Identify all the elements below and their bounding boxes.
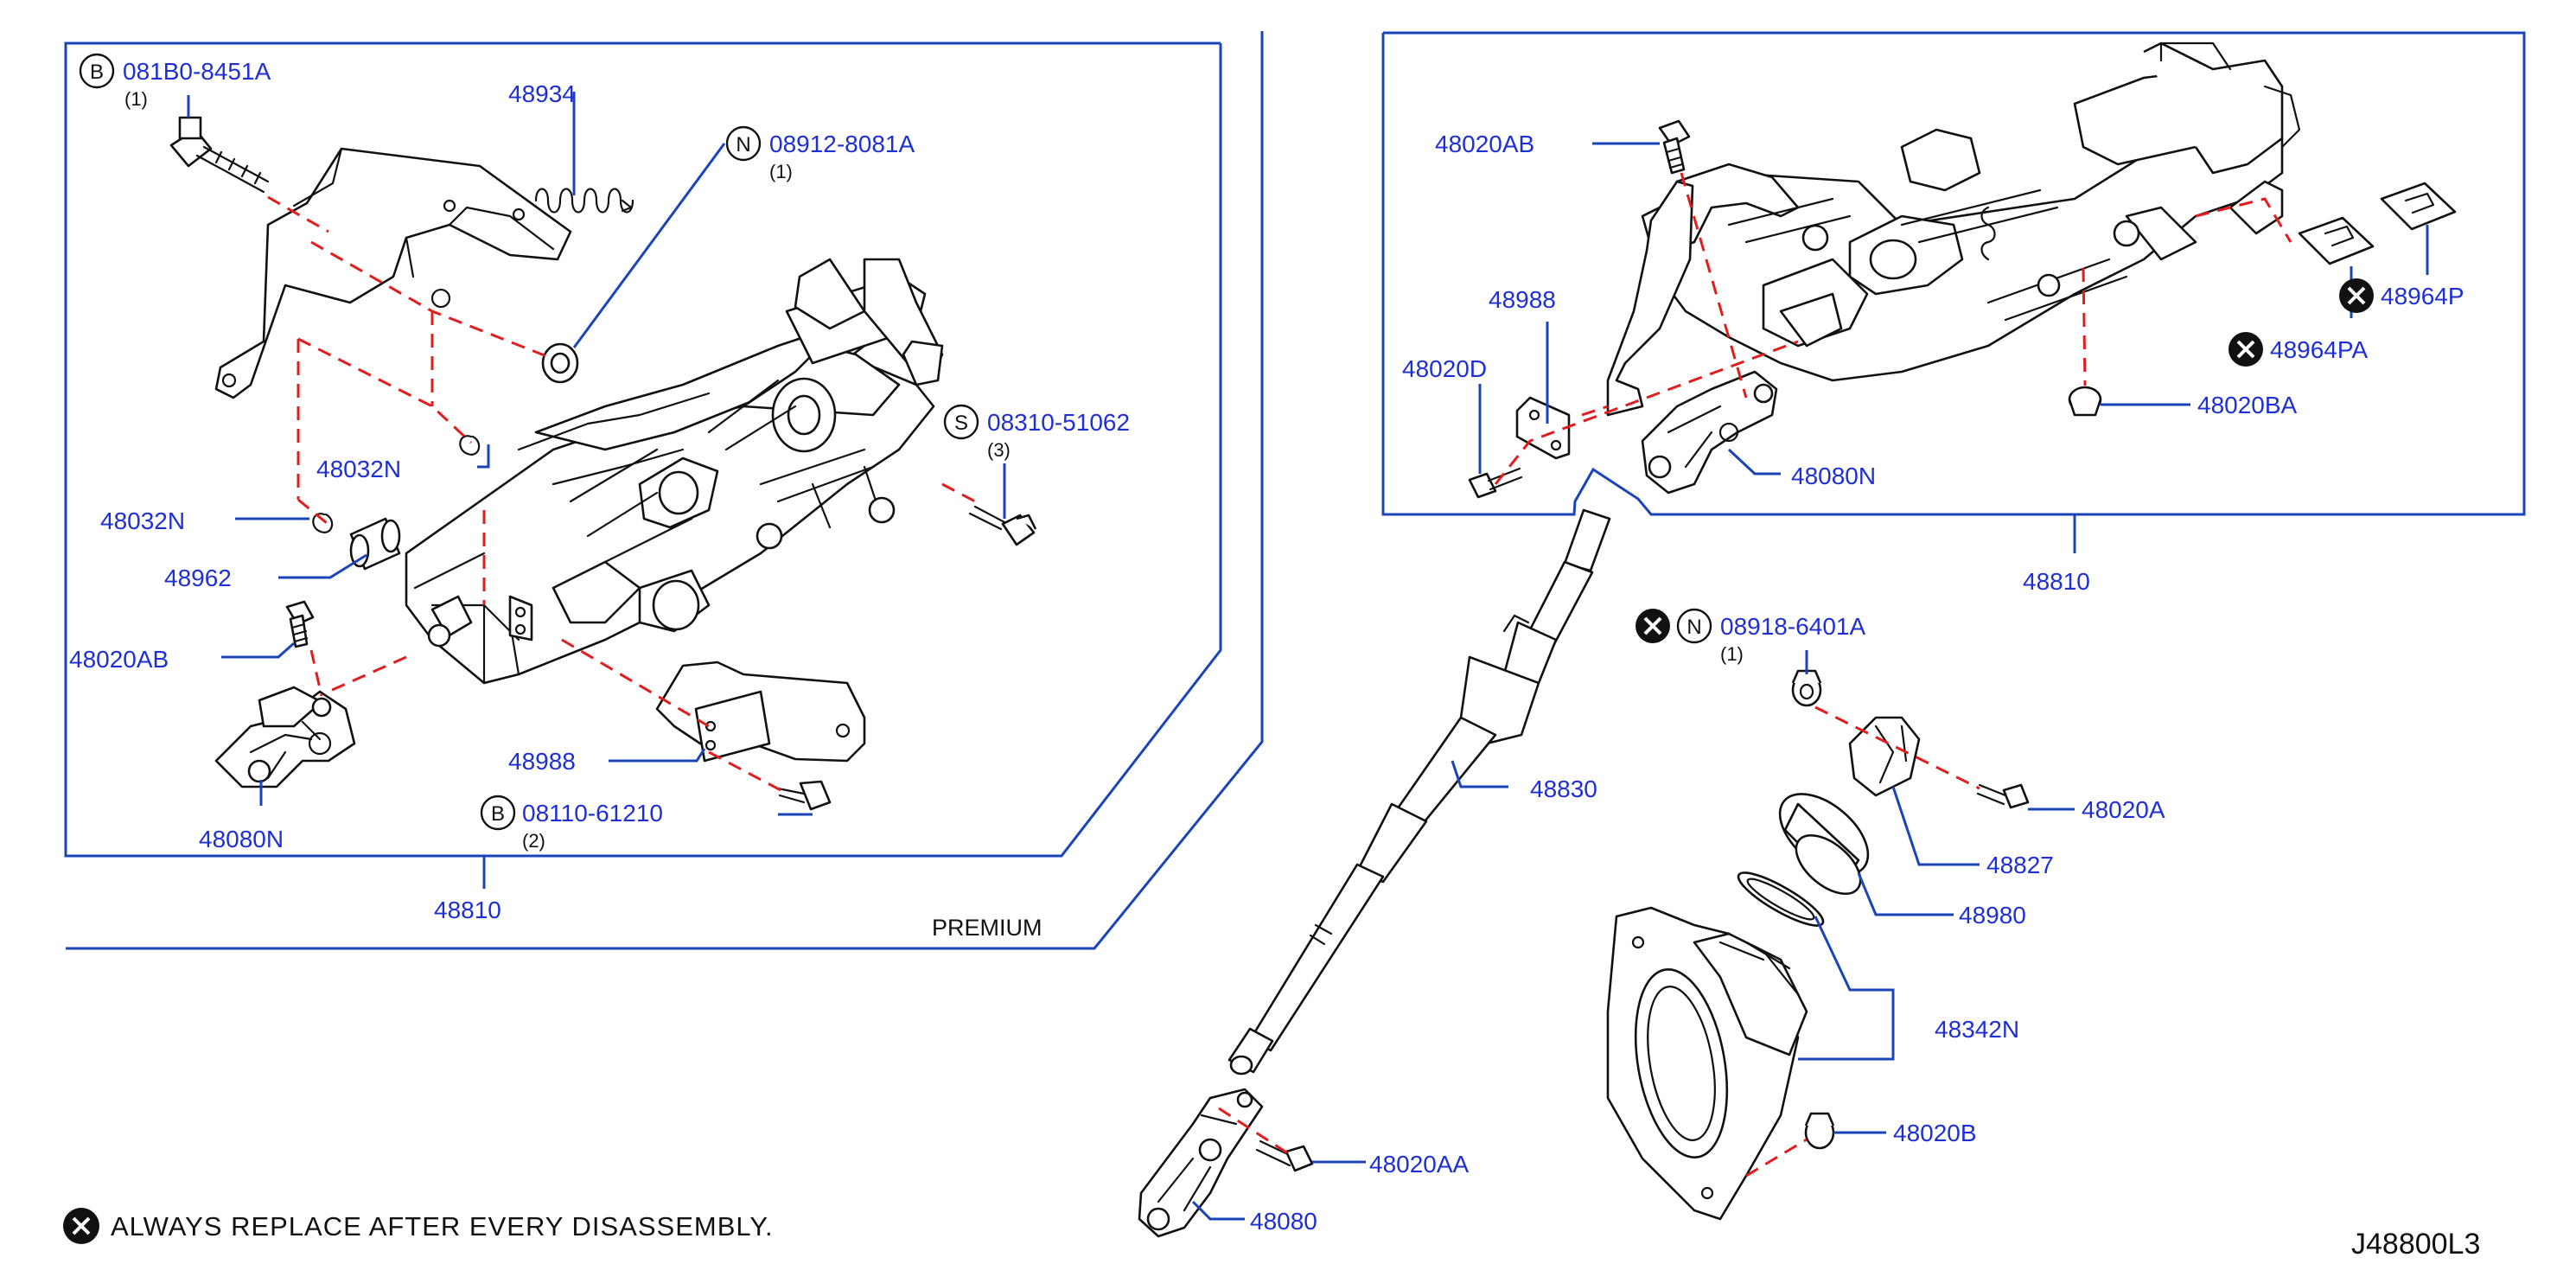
left-guides — [267, 195, 976, 793]
label-48962: 48962 — [164, 565, 232, 591]
left-bolt-08110 — [776, 780, 832, 811]
svg-text:S: S — [954, 412, 968, 435]
marker-b-08110: B — [480, 795, 516, 831]
label-08912-8081A: 08912-8081A — [769, 131, 915, 157]
label-48020AA: 48020AA — [1369, 1151, 1470, 1178]
replace-x-icon — [63, 1208, 99, 1244]
left-spring-48934 — [534, 188, 634, 214]
left-bolt-081B0 — [169, 116, 270, 194]
label-48080N-right: 48080N — [1791, 463, 1876, 489]
footnote-text: ALWAYS REPLACE AFTER EVERY DISASSEMBLY. — [111, 1211, 774, 1242]
right-guides — [1494, 172, 2292, 485]
right-column-body — [1606, 41, 2301, 417]
qty-08918: (1) — [1720, 643, 1744, 665]
right-bolt-48020AB — [1658, 119, 1691, 175]
label-48988-right: 48988 — [1489, 286, 1556, 313]
label-48020A: 48020A — [2082, 796, 2165, 823]
svg-text:N: N — [736, 133, 750, 156]
label-48830: 48830 — [1530, 776, 1597, 802]
label-48020D: 48020D — [1402, 355, 1487, 382]
svg-text:N: N — [1687, 616, 1701, 639]
left-clip-lower — [312, 513, 334, 533]
qty-08110: (2) — [522, 830, 545, 852]
left-clip-upper — [459, 435, 481, 456]
label-48342N: 48342N — [1935, 1016, 2019, 1043]
svg-text:B: B — [90, 61, 104, 84]
label-48020AB-right: 48020AB — [1435, 131, 1534, 157]
left-bracket-48988 — [655, 661, 866, 763]
qty-08310: (3) — [987, 439, 1011, 461]
right-bolt-48020D — [1468, 467, 1523, 499]
variant-label: PREMIUM — [932, 915, 1043, 941]
right-joint-48080N — [1641, 370, 1778, 495]
right-plate-48964P — [2380, 182, 2457, 231]
right-frame — [1381, 31, 2526, 553]
replace-x-icon — [2339, 278, 2374, 313]
lower-seal-cap-48827 — [1848, 716, 1921, 797]
right-plate-48964PA — [2298, 216, 2375, 265]
replace-x-icon — [1636, 609, 1670, 643]
leaders — [187, 92, 2429, 1221]
label-081B0-8451A: 081B0-8451A — [123, 58, 271, 85]
lower-nut-08918 — [1791, 669, 1822, 707]
replace-x-icon — [2228, 332, 2263, 367]
marker-b-081B0: B — [79, 53, 115, 89]
label-08918-6401A: 08918-6401A — [1720, 613, 1865, 640]
label-48032N-lower: 48032N — [100, 507, 185, 534]
label-48020BA: 48020BA — [2197, 392, 2298, 418]
marker-n-08918: N — [1676, 608, 1712, 644]
label-48080: 48080 — [1250, 1208, 1317, 1235]
lower-joint-48080 — [1138, 1088, 1264, 1238]
label-48810-left: 48810 — [434, 897, 501, 923]
lower-gasket — [1737, 871, 1825, 927]
label-48827: 48827 — [1986, 852, 2054, 878]
left-bolt-48020AB — [285, 600, 315, 648]
qty-081B0: (1) — [124, 88, 148, 110]
lower-nut-48020B — [1804, 1112, 1835, 1150]
label-48934: 48934 — [508, 80, 576, 107]
label-48032N-upper: 48032N — [316, 456, 401, 482]
lower-bolt-48020A — [1976, 783, 2030, 809]
left-nut-08912 — [541, 342, 579, 384]
label-48020B: 48020B — [1893, 1120, 1977, 1146]
qty-08912: (1) — [769, 161, 793, 182]
svg-text:B: B — [491, 802, 505, 826]
label-48964P: 48964P — [2381, 283, 2464, 310]
left-frame — [64, 31, 1264, 950]
lower-boot-48342N — [1606, 906, 1808, 1221]
lower-shaft-48830 — [1227, 508, 1611, 1076]
marker-s-08310: S — [943, 404, 979, 440]
diagram-code: J48800L3 — [2351, 1228, 2480, 1261]
lower-bolt-48020AA — [1255, 1139, 1314, 1172]
label-48020AB-left: 48020AB — [69, 646, 169, 673]
lower-seal-48980 — [1778, 793, 1870, 896]
label-08110-61210: 08110-61210 — [522, 800, 663, 827]
left-joint-48080N — [214, 686, 356, 788]
left-column-body — [405, 258, 944, 685]
left-screw-08310 — [968, 505, 1037, 546]
label-48988-left: 48988 — [508, 748, 576, 775]
marker-n-08912: N — [725, 125, 762, 162]
right-bracket-48988 — [1515, 396, 1571, 460]
left-upper-bracket — [214, 147, 572, 399]
label-48080N-left: 48080N — [199, 826, 284, 852]
label-48980: 48980 — [1959, 902, 2026, 929]
right-nut-48020BA — [2068, 386, 2102, 417]
lower-guides — [1218, 705, 1980, 1178]
label-48964PA: 48964PA — [2270, 336, 2368, 363]
label-48810-right: 48810 — [2023, 568, 2090, 595]
label-08310-51062: 08310-51062 — [987, 409, 1130, 436]
